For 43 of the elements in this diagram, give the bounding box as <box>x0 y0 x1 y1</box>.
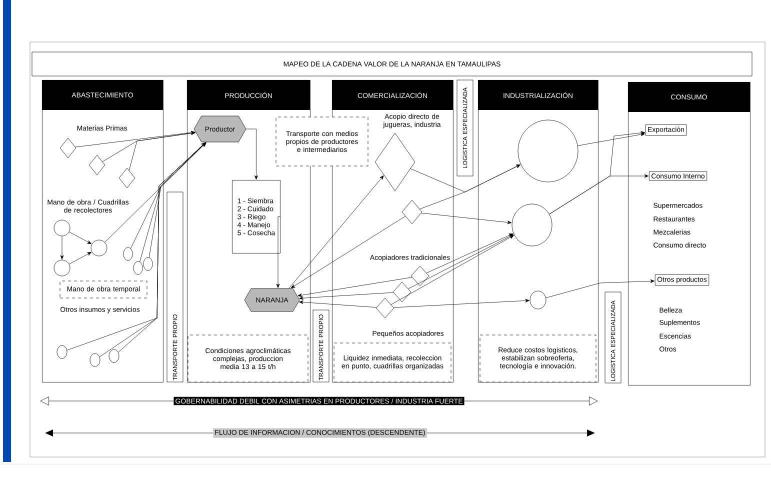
arrow <box>69 232 92 244</box>
circle-symbol <box>90 353 100 367</box>
circle-symbol <box>143 257 153 271</box>
arrow <box>394 298 530 308</box>
arrow <box>421 212 512 224</box>
arrow <box>578 132 645 146</box>
arrow <box>408 234 514 289</box>
arrow <box>69 252 92 264</box>
arrow <box>276 216 281 288</box>
circle-symbol <box>56 345 68 359</box>
arrow <box>298 277 412 297</box>
circle-symbol <box>512 204 552 246</box>
diamond-symbol <box>402 200 422 224</box>
arrow <box>118 142 206 352</box>
circle-symbol <box>54 260 70 276</box>
arrow <box>299 292 394 300</box>
arrow <box>104 142 206 242</box>
diamond-symbol <box>118 168 136 188</box>
diamond-symbol <box>88 154 106 176</box>
arrow <box>546 279 655 298</box>
diamond-symbol <box>376 298 394 318</box>
circle-symbol <box>108 349 120 363</box>
arrow <box>288 175 384 288</box>
arrow <box>246 128 258 180</box>
arrow <box>75 130 196 148</box>
circle-symbol <box>518 120 578 182</box>
arrow <box>549 174 649 214</box>
arrow <box>410 164 520 192</box>
circle-symbol <box>123 247 133 261</box>
arrow <box>426 233 514 274</box>
diamond-symbol <box>392 282 412 302</box>
diamond-symbol <box>374 132 416 192</box>
arrow <box>60 236 64 260</box>
arrow <box>299 300 377 308</box>
circle-symbol <box>54 220 70 236</box>
diamond-symbol <box>60 138 76 158</box>
circle-symbol <box>90 240 108 256</box>
diamond-symbol <box>410 266 430 286</box>
circle-symbol <box>133 261 143 275</box>
circle-symbol <box>530 290 546 310</box>
arrow <box>390 235 514 305</box>
arrow <box>290 216 406 288</box>
arrow <box>128 131 196 171</box>
